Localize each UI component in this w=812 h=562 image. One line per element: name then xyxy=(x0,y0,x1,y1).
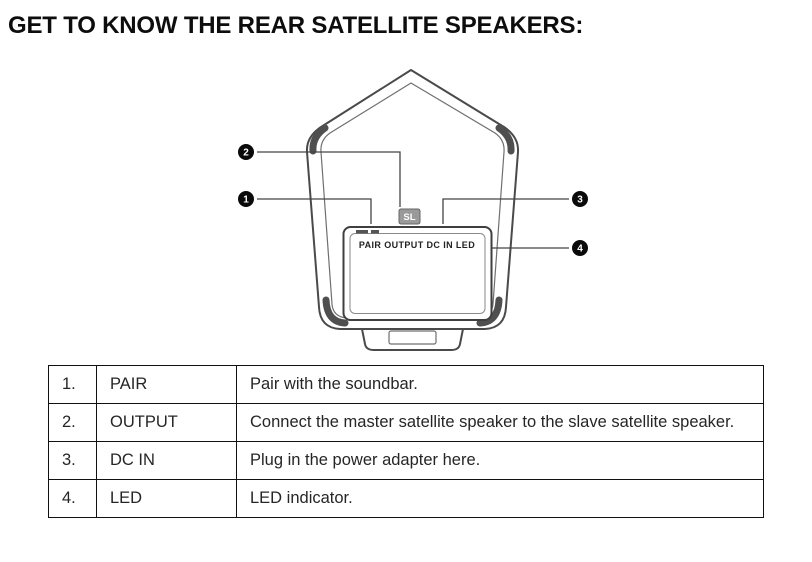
table-row: 1. PAIR Pair with the soundbar. xyxy=(48,365,764,404)
connection-panel: PAIR OUTPUT DC IN LED SL xyxy=(342,208,493,321)
svg-text:4: 4 xyxy=(577,244,583,255)
row-number: 1. xyxy=(48,365,97,404)
speaker-diagram: PAIR OUTPUT DC IN LED SL 2 1 3 4 xyxy=(238,69,588,351)
svg-text:2: 2 xyxy=(243,148,249,159)
table-row: 4. LED LED indicator. xyxy=(48,479,764,518)
callout-3: 3 xyxy=(442,191,588,224)
sl-badge-label: SL xyxy=(403,212,415,223)
callout-badge-2 xyxy=(238,144,254,160)
callout-badge-3 xyxy=(572,191,588,207)
svg-text:1: 1 xyxy=(243,195,249,206)
row-desc: Connect the master satellite speaker to … xyxy=(236,403,764,442)
legend-table: 1. PAIR Pair with the soundbar. 2. OUTPU… xyxy=(48,365,764,518)
callout-4: 4 xyxy=(492,240,588,256)
row-name: DC IN xyxy=(96,441,237,480)
page-title: GET TO KNOW THE REAR SATELLITE SPEAKERS: xyxy=(8,12,584,39)
row-number: 2. xyxy=(48,403,97,442)
row-desc: Plug in the power adapter here. xyxy=(236,441,764,480)
svg-text:3: 3 xyxy=(577,195,583,206)
callout-badge-1 xyxy=(238,191,254,207)
row-number: 3. xyxy=(48,441,97,480)
row-name: OUTPUT xyxy=(96,403,237,442)
row-name: PAIR xyxy=(96,365,237,404)
callout-badge-4 xyxy=(572,240,588,256)
table-row: 3. DC IN Plug in the power adapter here. xyxy=(48,441,764,480)
row-number: 4. xyxy=(48,479,97,518)
panel-labels: PAIR OUTPUT DC IN LED xyxy=(359,240,475,250)
callout-2: 2 xyxy=(238,144,401,207)
callout-1: 1 xyxy=(238,191,372,224)
speaker-base xyxy=(361,328,464,351)
row-desc: Pair with the soundbar. xyxy=(236,365,764,404)
row-name: LED xyxy=(96,479,237,518)
row-desc: LED indicator. xyxy=(236,479,764,518)
sl-badge xyxy=(398,208,421,225)
table-row: 2. OUTPUT Connect the master satellite s… xyxy=(48,403,764,442)
